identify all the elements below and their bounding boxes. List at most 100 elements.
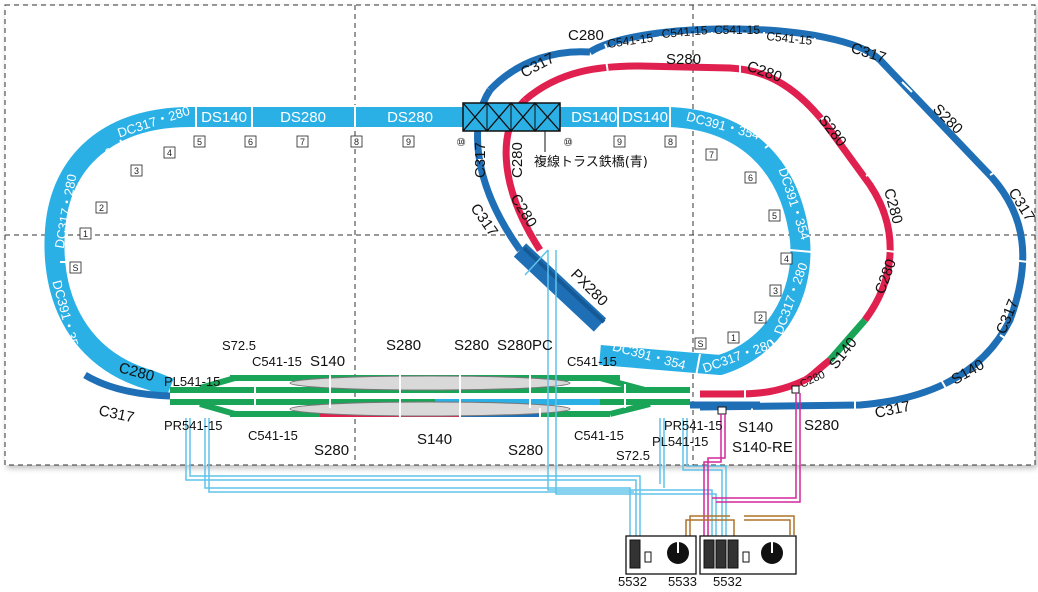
controller-labels: 5532 5533 5532	[618, 574, 742, 589]
pier-marker: 2	[95, 201, 108, 214]
c541-15-t1-label: C541-15	[606, 31, 654, 51]
controller-5532-a-label: 5532	[618, 574, 647, 589]
c541-15-t2-label: C541-15	[661, 23, 708, 41]
wiring-brown	[685, 515, 795, 540]
s140-re-a-label: S140	[738, 419, 773, 436]
px280-ramp-inner	[522, 246, 606, 324]
truss-bridge-note: 複線トラス鉄橋(青)	[534, 154, 648, 170]
wiring-blue	[185, 249, 727, 540]
svg-text:3: 3	[134, 166, 139, 176]
px280-ramp	[513, 243, 607, 332]
pier-markers-left: S 1 2 3 4 5 6 7 8 9 ⑩	[69, 135, 466, 274]
pier-marker: S	[69, 261, 82, 274]
pier-marker: 7	[705, 148, 718, 161]
platforms	[289, 375, 571, 417]
c280-mid-label: C280	[509, 142, 526, 178]
station-track-breaks	[254, 372, 626, 420]
pl541-15-right-label: PL541-15	[652, 434, 708, 449]
svg-text:3: 3	[773, 286, 778, 296]
svg-text:5: 5	[772, 211, 777, 221]
s140-top-label: S140	[310, 353, 345, 370]
pier-marker: 4	[163, 146, 176, 159]
svg-text:7: 7	[709, 150, 714, 160]
pier-markers-right: ⑩ 9 8 7 6 5 4 3 2 1 S	[563, 135, 793, 350]
svg-text:⑩: ⑩	[456, 137, 466, 149]
s72-5-left-label: S72.5	[222, 338, 256, 353]
s280-top-a-label: S280	[386, 337, 421, 354]
s280-top-b-label: S280	[454, 337, 489, 354]
pier-marker: 1	[727, 331, 740, 344]
c541-15-t3-label: C541-15	[714, 23, 760, 37]
controller-right	[699, 535, 797, 575]
ds140-left-label: DS140	[201, 109, 247, 126]
truss-bridge	[462, 102, 561, 152]
svg-text:4: 4	[167, 148, 172, 158]
pier-marker: 5	[193, 135, 206, 148]
pier-marker: 2	[754, 311, 767, 324]
svg-text:S: S	[72, 263, 78, 273]
pier-marker: ⑩	[456, 137, 466, 149]
s140-re-b-label: S140-RE	[732, 439, 793, 456]
svg-text:1: 1	[731, 333, 736, 343]
svg-text:1: 1	[83, 229, 88, 239]
pier-marker: 3	[769, 284, 782, 297]
svg-text:2: 2	[99, 203, 104, 213]
green-s140-track	[827, 317, 868, 363]
s280-bottom-left-label: S280	[314, 442, 349, 459]
pier-marker: 4	[780, 252, 793, 265]
pier-marker: 6	[244, 135, 257, 148]
red-track-breaks	[605, 59, 897, 401]
c541-15-bottom-left-label: C541-15	[248, 428, 298, 443]
svg-text:9: 9	[617, 137, 622, 147]
c541-15-bottom-right-label: C541-15	[574, 428, 624, 443]
pier-marker: 3	[130, 164, 143, 177]
pier-marker: 1	[79, 227, 92, 240]
svg-text:2: 2	[758, 313, 763, 323]
controller-5533-label: 5533	[668, 574, 697, 589]
ds280-a-label: DS280	[280, 109, 326, 126]
outer-main-loop	[474, 25, 1027, 411]
svg-text:4: 4	[784, 254, 789, 264]
controller-left	[625, 535, 697, 575]
s280-red-top-label: S280	[666, 51, 701, 68]
pl541-15-left-label: PL541-15	[164, 374, 220, 389]
svg-text:9: 9	[406, 137, 411, 147]
pier-marker: 8	[350, 135, 363, 148]
svg-text:S: S	[697, 339, 703, 349]
red-c280-link	[803, 357, 833, 384]
outer-loop-breaks	[478, 32, 1029, 414]
c541-15-top-right-label: C541-15	[567, 354, 617, 369]
pier-marker: 9	[402, 135, 415, 148]
svg-text:6: 6	[748, 173, 753, 183]
s280pc-label: S280PC	[497, 337, 553, 354]
grid-lines	[5, 5, 1035, 465]
c541-15-top-left-label: C541-15	[252, 354, 302, 369]
c317-mid-a-label: C317	[472, 142, 489, 178]
pr541-15-left-label: PR541-15	[164, 418, 223, 433]
pier-marker: ⑩	[563, 137, 573, 149]
elevated-viaduct	[44, 107, 811, 398]
ds140-r2-label: DS140	[622, 109, 668, 126]
pier-marker: S	[694, 337, 707, 350]
c541-15-t4-label: C541-15	[766, 29, 814, 48]
s280-bottom-mid-label: S280	[508, 442, 543, 459]
pier-marker: 6	[744, 171, 757, 184]
svg-text:7: 7	[300, 137, 305, 147]
controller-5532-b-label: 5532	[713, 574, 742, 589]
c280-top-label: C280	[568, 27, 604, 44]
s280-main-label: S280	[804, 417, 839, 434]
pr541-15-right-label: PR541-15	[664, 418, 723, 433]
s140-bottom-label: S140	[417, 431, 452, 448]
ds280-b-label: DS280	[387, 109, 433, 126]
viaduct-segment-breaks	[60, 105, 813, 377]
wiring-magenta	[703, 393, 801, 540]
s72-5-right-label: S72.5	[616, 448, 650, 463]
svg-text:⑩: ⑩	[563, 137, 573, 149]
svg-text:8: 8	[668, 137, 673, 147]
ds140-r1-label: DS140	[571, 109, 617, 126]
svg-text:8: 8	[354, 137, 359, 147]
svg-text:6: 6	[248, 137, 253, 147]
svg-text:5: 5	[197, 137, 202, 147]
